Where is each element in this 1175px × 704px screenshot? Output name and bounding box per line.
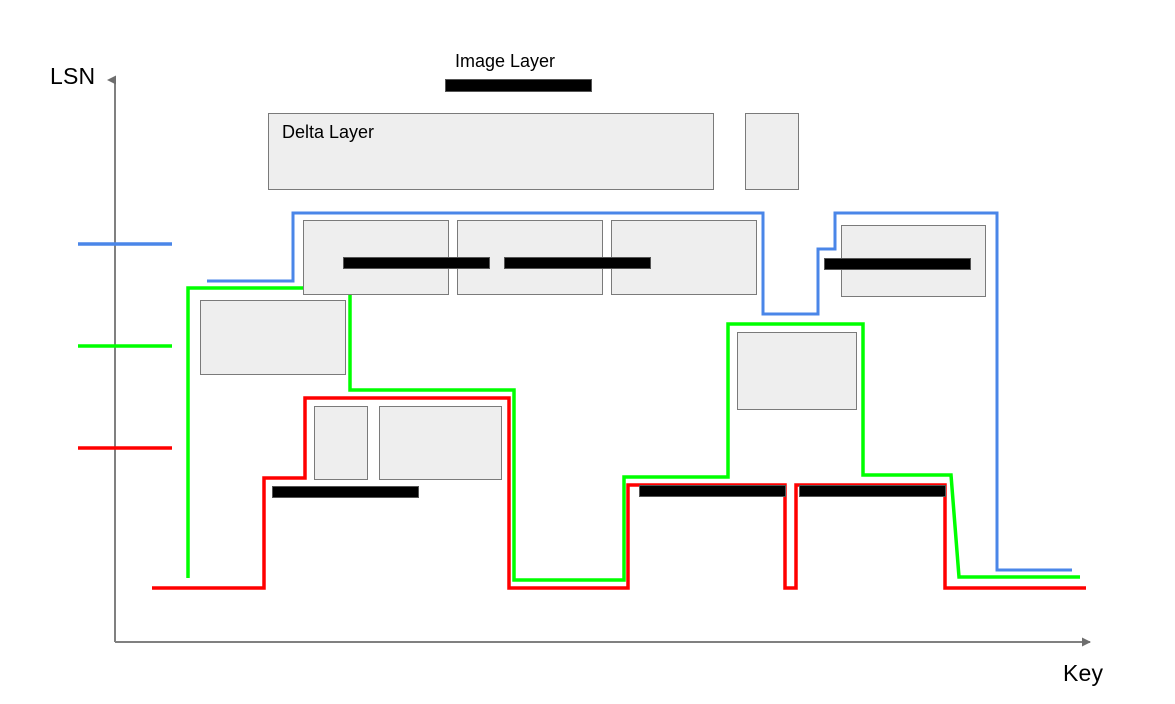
green-layer-box-2 <box>737 332 857 410</box>
red-layer-bar-3 <box>799 485 946 497</box>
axes-group <box>107 75 1091 647</box>
blue-lsn-boundary <box>207 211 1072 572</box>
delta-layer-box <box>268 113 714 190</box>
y-axis-label: LSN <box>50 63 96 89</box>
blue-layer-bar-3 <box>824 258 971 270</box>
delta-layer-box-small <box>745 113 799 190</box>
red-layer-box-1 <box>314 406 368 480</box>
red-layer-bar-1 <box>272 486 419 498</box>
tick-marks-group <box>78 242 172 450</box>
blue-layer-bar-1 <box>343 257 490 269</box>
red-layer-bar-2 <box>639 485 786 497</box>
red-layer-box-2 <box>379 406 502 480</box>
blue-layer-bar-2 <box>504 257 651 269</box>
green-lsn-boundary <box>186 286 1080 582</box>
x-axis-label: Key <box>1063 660 1104 686</box>
green-layer-box-1 <box>200 300 346 375</box>
image-layer-label: Image Layer <box>455 51 556 71</box>
image-layer-bar <box>445 79 592 92</box>
delta-layer-label: Delta Layer <box>282 122 375 142</box>
